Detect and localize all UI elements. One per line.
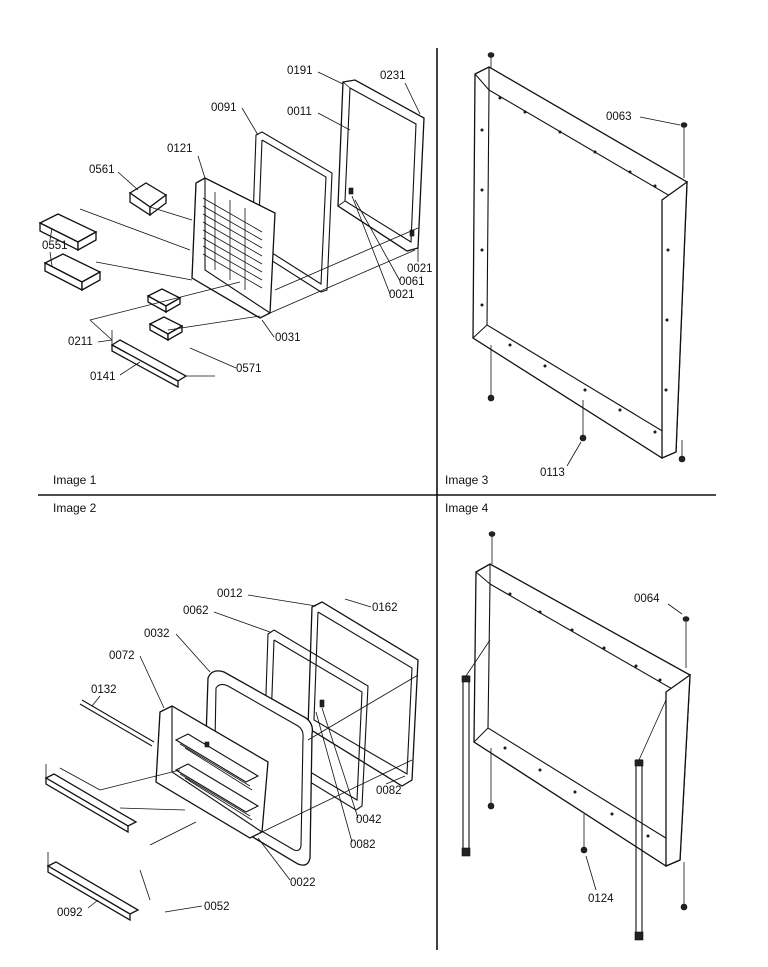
door-panel-0011: [337, 79, 425, 252]
screw-4-top-left: [488, 531, 496, 564]
screw-0124: [580, 814, 588, 854]
image-3-drawing: 0063 0113: [472, 52, 688, 479]
screw-0064: [682, 616, 690, 668]
callout-0132: 0132: [91, 684, 117, 696]
door-bin-upper-0551: [38, 208, 191, 252]
rail-0132: [79, 699, 155, 747]
frame-3-front: [472, 66, 688, 459]
callout-0021-top: 0021: [407, 263, 433, 275]
callout-0082-lower: 0082: [350, 839, 376, 851]
panel-title-image-2: Image 2: [53, 501, 97, 515]
callout-0141: 0141: [90, 371, 116, 383]
screw-4-bottom-right: [680, 862, 688, 911]
callout-0113: 0113: [540, 467, 565, 479]
image-1-callouts: 0191 0231 0091 0011 0121 0561 0551 0021 …: [42, 65, 433, 383]
panel-title-image-3: Image 3: [445, 473, 489, 487]
callout-0064: 0064: [634, 593, 660, 605]
callout-0231: 0231: [380, 70, 406, 82]
callout-0211: 0211: [68, 336, 93, 348]
small-bin-upper: [146, 288, 182, 314]
callout-0062: 0062: [183, 605, 209, 617]
callout-0121: 0121: [167, 143, 193, 155]
shelf-rail-0092: [46, 852, 140, 922]
door-bin-lower-0551: [43, 253, 193, 292]
callout-0022: 0022: [290, 877, 316, 889]
callout-0072: 0072: [109, 650, 135, 662]
callout-0191: 0191: [287, 65, 313, 77]
callout-0162: 0162: [372, 602, 398, 614]
callout-0124: 0124: [588, 893, 614, 905]
callout-0091: 0091: [211, 102, 237, 114]
shelf-rail-0141: [110, 330, 188, 389]
screw-4-bottom-left: [487, 748, 495, 810]
small-bin-lower: [148, 316, 184, 342]
callout-0092: 0092: [57, 907, 83, 919]
callout-0052: 0052: [204, 901, 230, 913]
shelf-rail-upper: [44, 764, 138, 834]
panel-title-image-4: Image 4: [445, 501, 489, 515]
panel-title-image-1: Image 1: [53, 473, 97, 487]
image-2-callouts: 0012 0162 0062 0032 0072 0132 0082 0042 …: [57, 588, 406, 919]
callout-0063: 0063: [606, 111, 632, 123]
rod-left: [461, 639, 491, 857]
callout-0551: 0551: [42, 240, 68, 252]
image-4-drawing: 0064 0124: [461, 531, 691, 941]
image-1-leaders: [89, 227, 419, 377]
callout-0082-right: 0082: [376, 785, 402, 797]
callout-0032: 0032: [144, 628, 170, 640]
image-1-drawing: 0191 0231 0091 0011 0121 0561 0551 0021 …: [38, 65, 433, 389]
callout-0571: 0571: [236, 363, 262, 375]
frame-4-rivets: [503, 592, 662, 838]
screw-bottom-right: [678, 440, 686, 463]
liner-ribs: [202, 192, 263, 290]
screw-0063: [680, 122, 688, 178]
frame-3-rivets: [480, 96, 670, 434]
callout-0561: 0561: [89, 164, 115, 176]
image-2-leaders: [59, 674, 419, 901]
screw-top-left: [487, 52, 495, 68]
rod-right: [634, 699, 667, 941]
callout-0021-bottom: 0021: [389, 289, 415, 301]
callout-0031: 0031: [275, 332, 301, 344]
door-panel-0012: [307, 601, 419, 787]
callout-0061: 0061: [399, 276, 425, 288]
butter-dish-0561: [128, 182, 193, 221]
frame-4-front: [473, 563, 691, 867]
screw-0113: [579, 400, 587, 442]
image-2-drawing: 0012 0162 0062 0032 0072 0132 0082 0042 …: [44, 588, 419, 922]
callout-0012: 0012: [217, 588, 243, 600]
callout-0042: 0042: [356, 814, 382, 826]
screw-bottom-left: [487, 345, 495, 402]
callout-0011: 0011: [287, 106, 312, 118]
